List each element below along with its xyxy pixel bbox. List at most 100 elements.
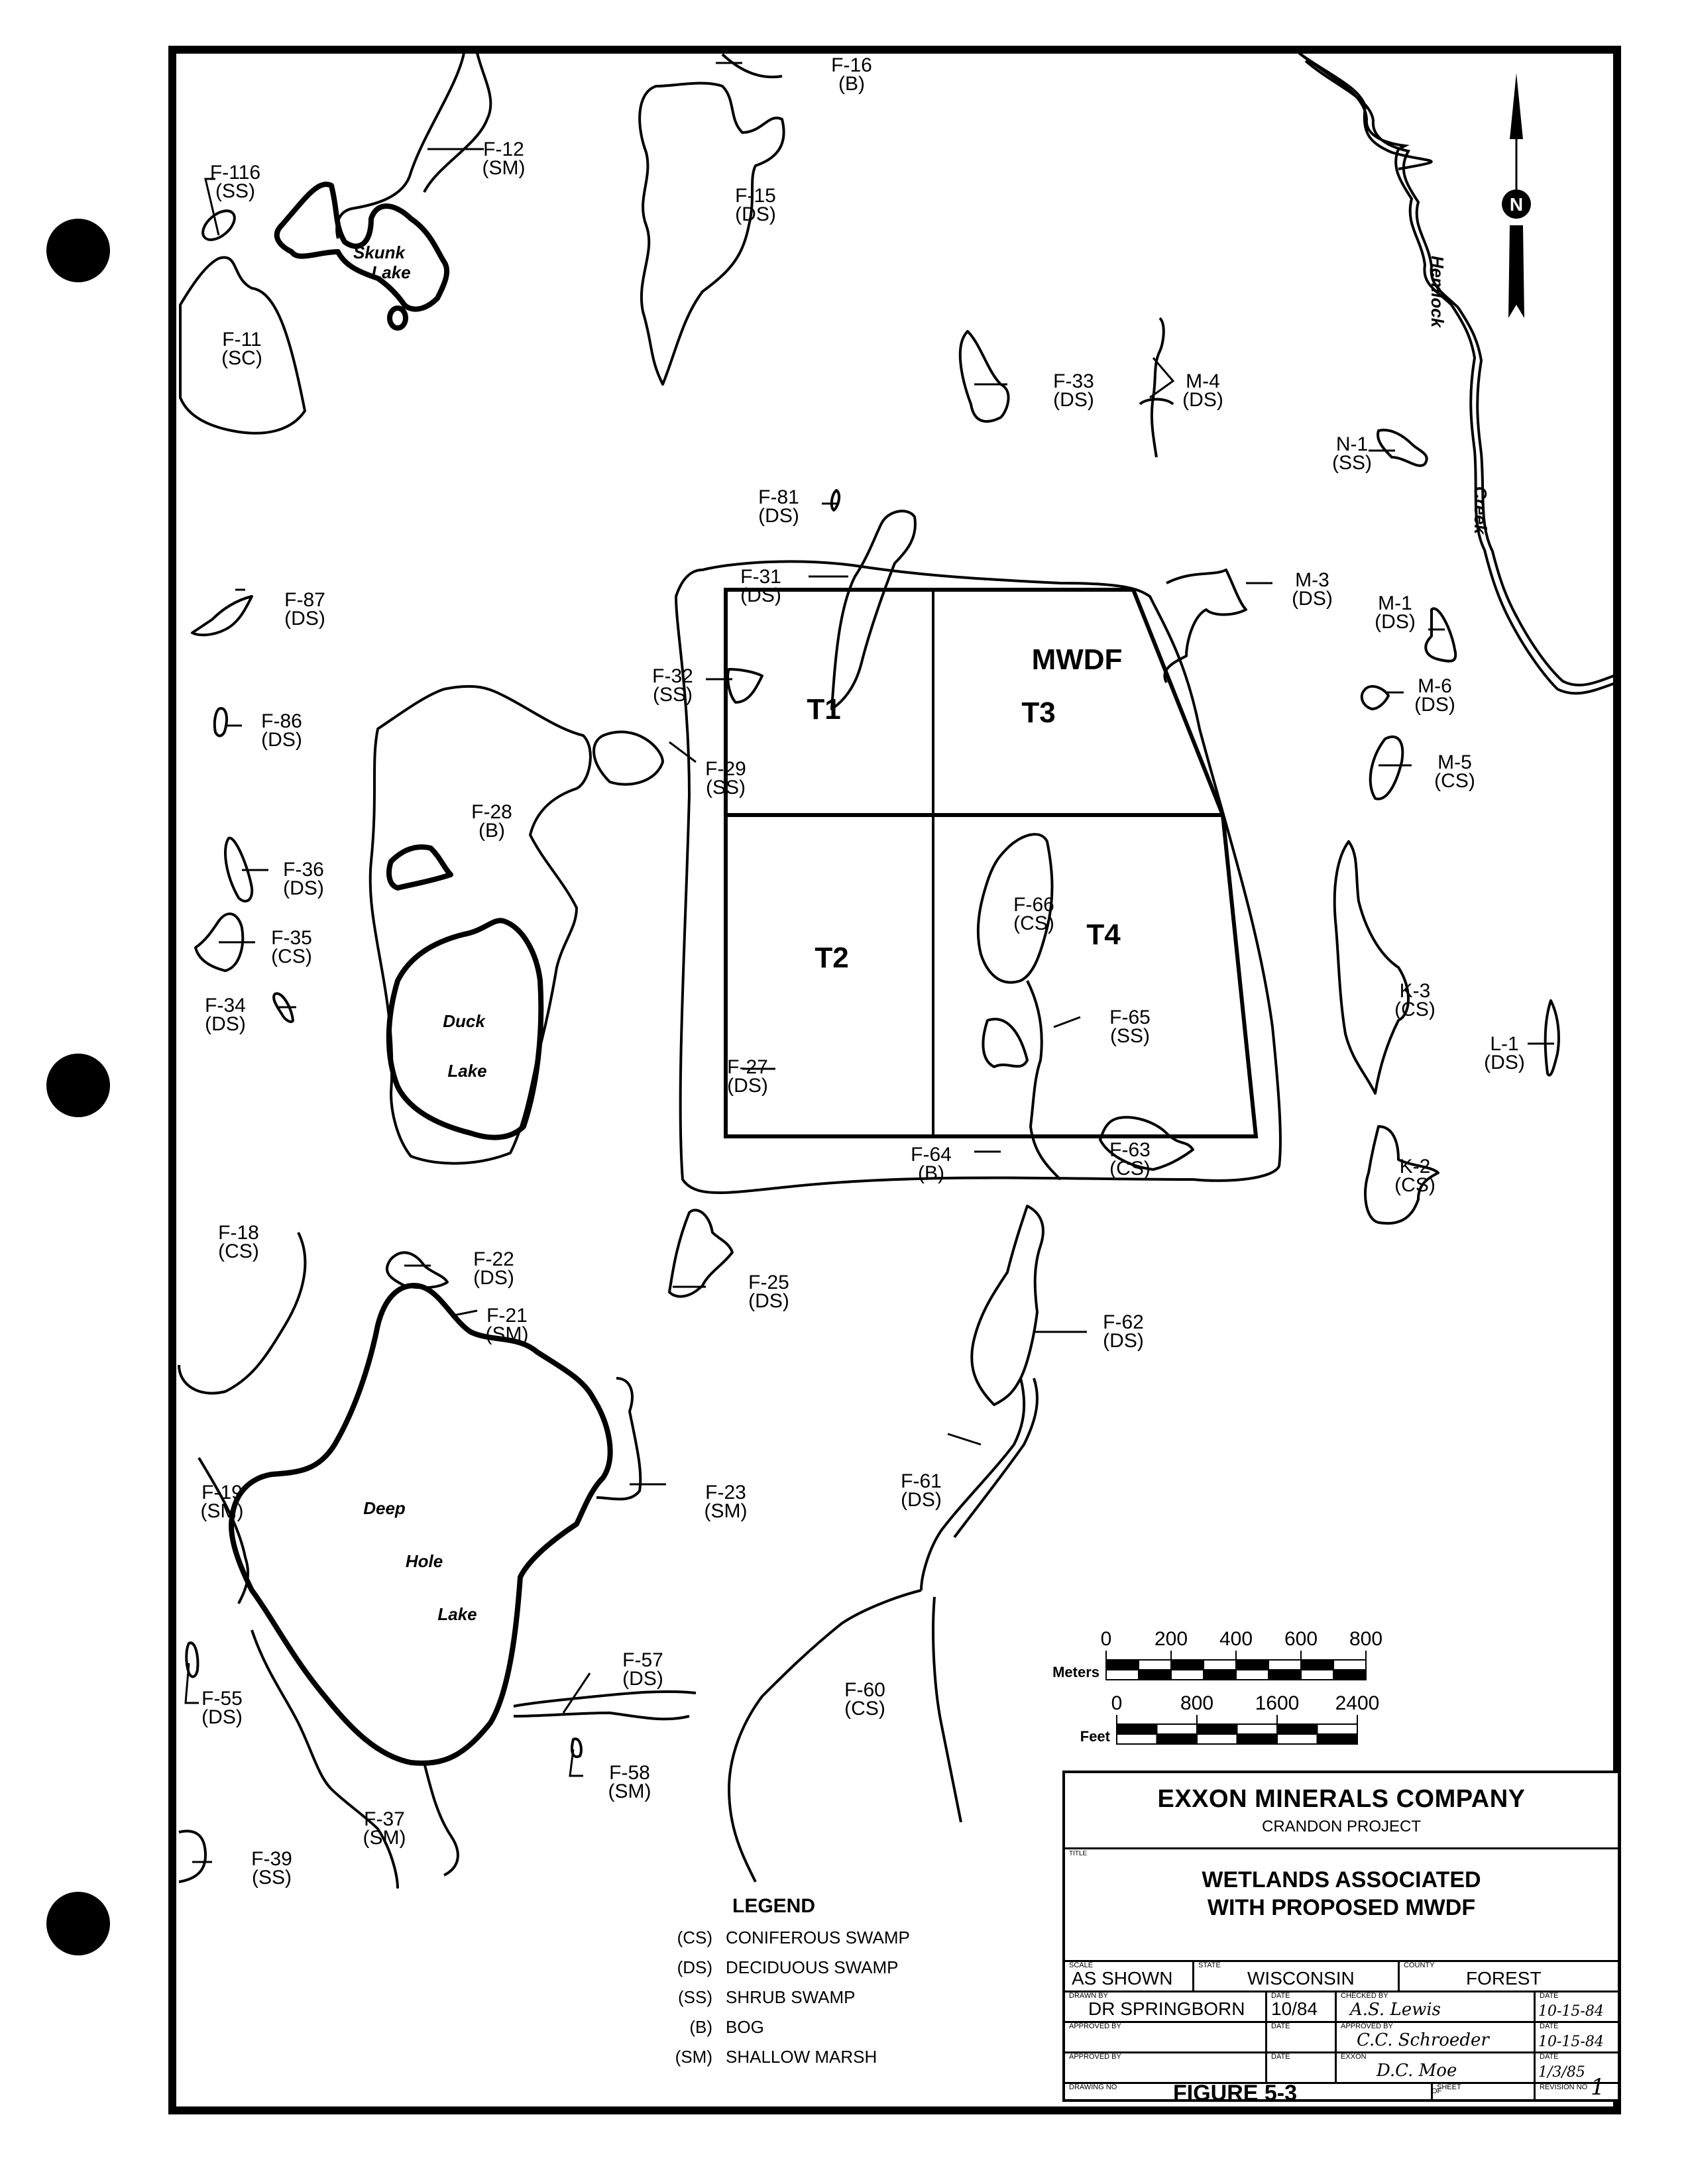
feet-scale-segment	[1156, 1733, 1198, 1745]
feet-scale-segment	[1276, 1723, 1318, 1735]
legend-label: SHRUB SWAMP	[726, 1987, 856, 2007]
meters-scale-segment	[1105, 1669, 1139, 1680]
wetland-type-f-23: (SM)	[704, 1500, 748, 1522]
drawing-no-caption: DRAWING NO	[1069, 2083, 1117, 2091]
feet-scale-segment	[1116, 1723, 1158, 1735]
wetland-id-f-12: F-12	[483, 138, 524, 160]
title-caption: TITLE	[1069, 1850, 1088, 1857]
feet-scale-segment	[1156, 1723, 1198, 1735]
feet-scale-tick-label: 0	[1111, 1692, 1123, 1714]
meters-scale-segment	[1235, 1659, 1269, 1670]
legend-items: (CS)CONIFEROUS SWAMP(DS)DECIDUOUS SWAMP(…	[646, 1923, 910, 2072]
meters-scale-tick-label: 800	[1349, 1628, 1382, 1650]
hemlock-creek	[1298, 52, 1618, 695]
wetland-type-f-39: (SS)	[252, 1867, 292, 1888]
cell-t1-label: T1	[807, 693, 840, 726]
wetland-type-m-3: (DS)	[1292, 588, 1333, 610]
wetland-id-f-27: F-27	[727, 1056, 768, 1078]
exxon-date-caption: DATE	[1540, 2053, 1559, 2061]
wetland-id-f-37: F-37	[364, 1808, 405, 1830]
drawing-number-row: DRAWING NO SHEET REVISION NO	[1065, 2082, 1618, 2102]
wetland-id-f-39: F-39	[251, 1848, 292, 1870]
feet-scale-tick-label: 800	[1180, 1692, 1213, 1714]
wetland-type-f-87: (DS)	[284, 608, 325, 629]
wetland-id-f-15: F-15	[735, 185, 776, 207]
wetland-id-m-6: M-6	[1418, 675, 1452, 697]
legend-label: BOG	[726, 2017, 764, 2037]
legend-code: (DS)	[677, 1957, 712, 1977]
wetland-type-m-5: (CS)	[1434, 770, 1475, 792]
drawing-title-line-1: WETLANDS ASSOCIATED	[1202, 1867, 1481, 1892]
drawing-title-line-2: WITH PROPOSED MWDF	[1207, 1895, 1476, 1920]
meters-scale-segment	[1333, 1659, 1367, 1670]
wetland-id-f-58: F-58	[609, 1762, 650, 1784]
legend: LEGEND (CS)CONIFEROUS SWAMP(DS)DECIDUOUS…	[646, 1895, 910, 2072]
wetland-type-f-57: (DS)	[622, 1668, 663, 1690]
legend-label: DECIDUOUS SWAMP	[726, 1957, 899, 1977]
wetland-id-m-5: M-5	[1437, 751, 1472, 773]
meters-scale-segment	[1333, 1669, 1367, 1680]
approved-by-signature: C.C. Schroeder	[1357, 2030, 1489, 2050]
feet-scale-segment	[1236, 1723, 1278, 1735]
wetland-type-l-1: (DS)	[1484, 1052, 1525, 1073]
north-letter: N	[1510, 194, 1523, 215]
wetland-outlines	[178, 52, 1560, 1889]
wetland-type-f-33: (DS)	[1053, 389, 1094, 411]
wetland-type-f-15: (DS)	[735, 203, 776, 225]
meters-scale-segment	[1203, 1669, 1237, 1680]
wetland-type-f-25: (DS)	[748, 1290, 789, 1312]
state-value: WISCONSIN	[1247, 1968, 1355, 1989]
legend-label: SHALLOW MARSH	[726, 2047, 877, 2067]
legend-code: (B)	[689, 2017, 712, 2037]
mwdf-facility	[724, 588, 1259, 1138]
wetland-type-n-1: (SS)	[1332, 452, 1372, 474]
revision-number: 1	[1591, 2074, 1605, 2101]
wetland-type-f-34: (DS)	[205, 1013, 246, 1035]
binder-hole-bottom	[46, 1892, 110, 1955]
feet-scale-segment	[1236, 1733, 1278, 1745]
legend-item: (SM)SHALLOW MARSH	[646, 2042, 910, 2072]
project-name: CRANDON PROJECT	[1261, 1818, 1421, 1835]
wetland-id-f-66: F-66	[1013, 894, 1054, 916]
meters-scale-segment	[1203, 1659, 1237, 1670]
wetland-id-f-34: F-34	[205, 995, 246, 1016]
wetland-type-f-16: (B)	[838, 73, 865, 95]
wetland-type-f-61: (DS)	[901, 1489, 942, 1511]
wetland-type-f-18: (CS)	[218, 1240, 259, 1262]
wetland-id-f-86: F-86	[261, 710, 302, 732]
wetland-type-k-3: (CS)	[1394, 999, 1436, 1020]
deep-hole-lake-label-2: Hole	[406, 1551, 443, 1571]
legend-code: (SS)	[678, 1987, 712, 2007]
feet-scale-segment	[1116, 1733, 1158, 1745]
revision-caption: REVISION NO	[1540, 2083, 1588, 2091]
checked-by-signature: A.S. Lewis	[1350, 2000, 1441, 2020]
wetland-id-f-29: F-29	[705, 758, 746, 780]
drawn-by-value: DR SPRINGBORN	[1088, 1998, 1245, 2019]
exxon-date: 1/3/85	[1538, 2064, 1585, 2081]
wetland-id-f-116: F-116	[210, 162, 260, 184]
hemlock-label: Hemlock	[1428, 256, 1447, 329]
wetland-id-l-1: L-1	[1490, 1033, 1518, 1055]
wetland-id-f-11: F-11	[222, 329, 261, 351]
feet-scale-unit-label: Feet	[1080, 1728, 1111, 1745]
feet-scale-segment	[1316, 1723, 1358, 1735]
wetland-type-f-21: (SM)	[486, 1323, 529, 1345]
f28-island-outline	[386, 844, 453, 891]
wetland-type-k-2: (CS)	[1394, 1174, 1436, 1196]
wetland-id-f-16: F-16	[831, 54, 872, 76]
sheet-caption: SHEET	[1437, 2083, 1461, 2091]
duck-lake-outline	[386, 918, 544, 1140]
drawn-date-caption: DATE	[1271, 1992, 1290, 2000]
wetland-id-f-23: F-23	[705, 1482, 746, 1503]
legend-item: (B) BOG	[646, 2012, 910, 2042]
north-arrow-icon: N	[1502, 73, 1531, 318]
creek-label: Creek	[1471, 486, 1491, 535]
wetland-id-f-36: F-36	[283, 859, 324, 881]
meters-scale-tick-label: 400	[1219, 1628, 1253, 1650]
deep-hole-lake-outline	[229, 1283, 613, 1766]
legend-item: (DS) DECIDUOUS SWAMP	[646, 1953, 910, 1983]
